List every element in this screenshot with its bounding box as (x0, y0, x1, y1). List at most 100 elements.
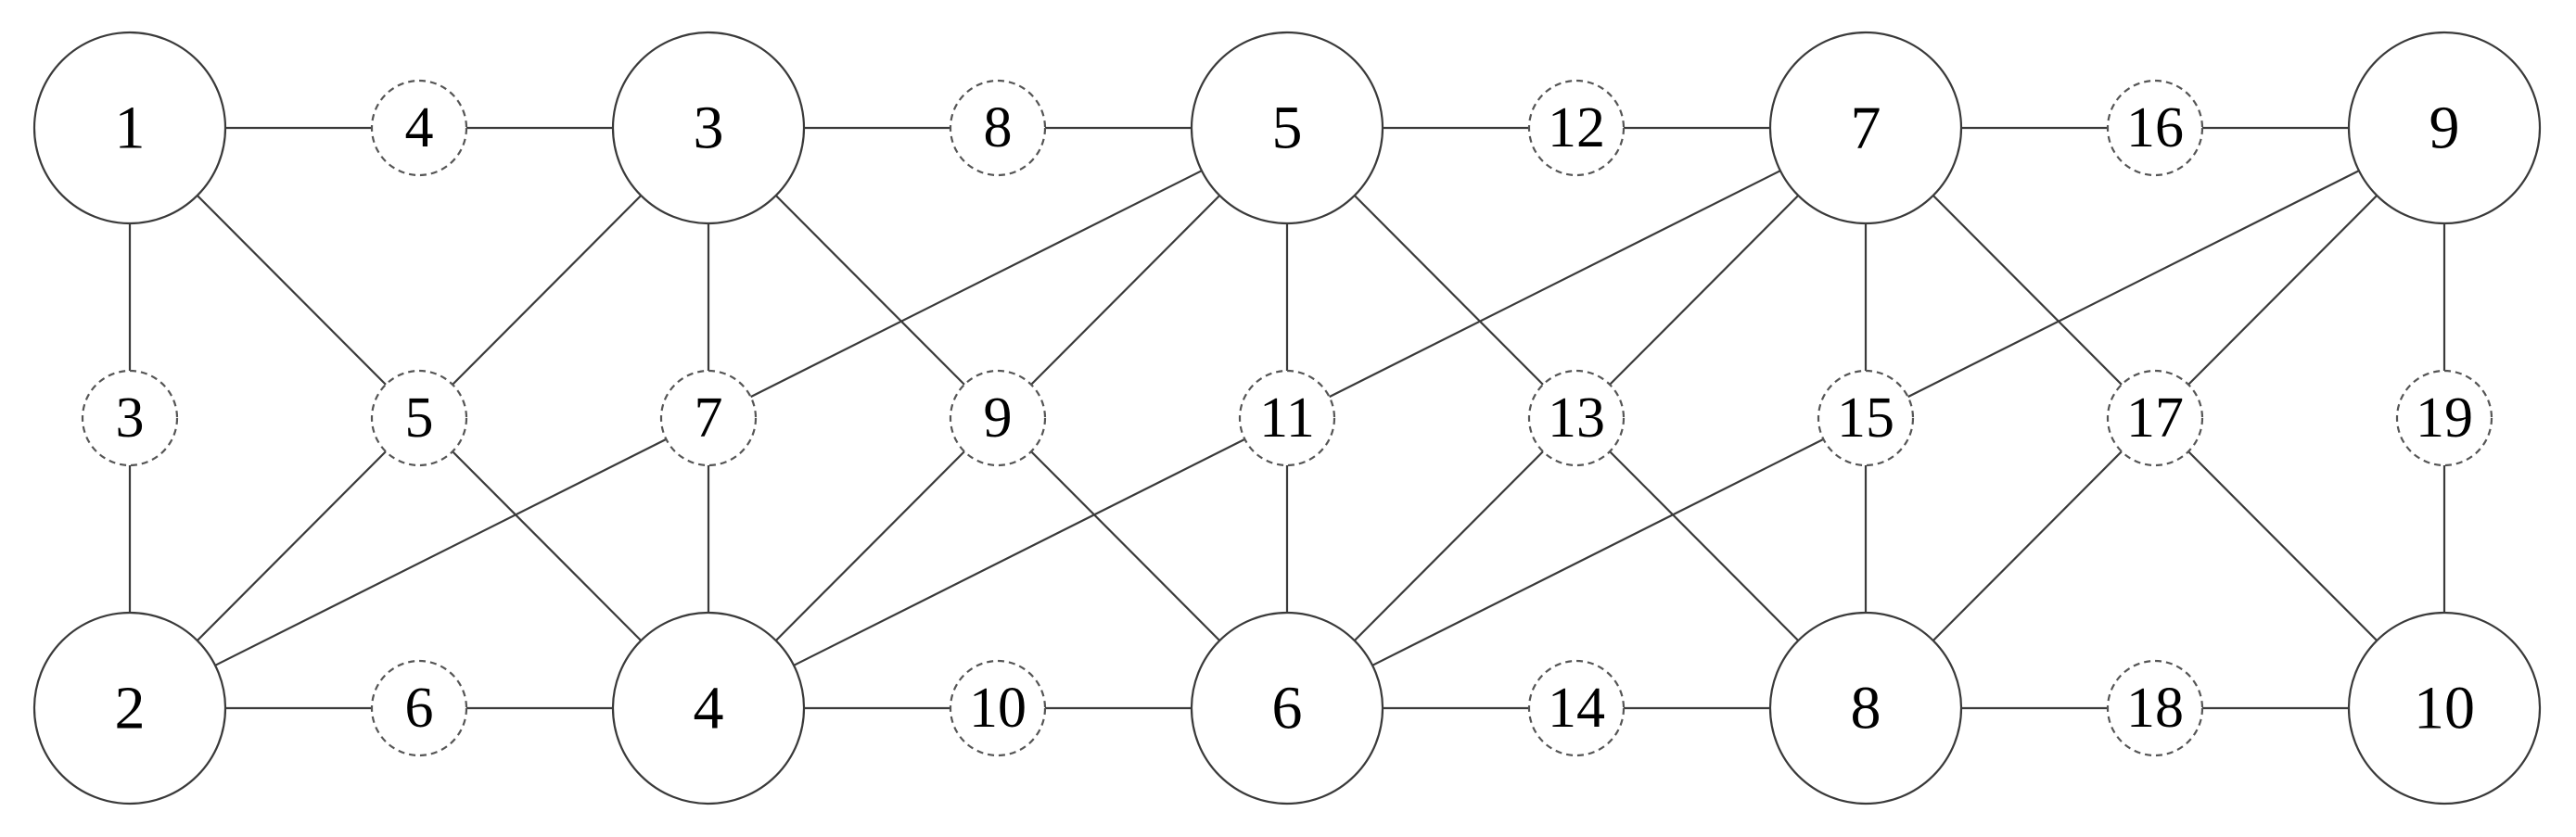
node-label: 8 (1851, 675, 1881, 742)
node-circle (1238, 369, 1336, 467)
node-label: 6 (405, 677, 434, 740)
node-label: 14 (1548, 677, 1605, 740)
node-label: 15 (1837, 387, 1894, 450)
edge-s9-p6 (1030, 450, 1221, 641)
node-circle (659, 369, 758, 467)
node-label: 4 (405, 96, 434, 159)
node-label: 9 (2429, 95, 2460, 162)
edge-s11-p4 (793, 438, 1245, 666)
node-circle (949, 79, 1047, 177)
node-label: 3 (116, 387, 145, 450)
node-label: 10 (969, 677, 1027, 740)
edges-layer (128, 126, 2446, 710)
node-circle (949, 369, 1047, 467)
node-circle (2106, 659, 2204, 757)
primary-node-7: 7 (1768, 31, 1963, 225)
secondary-node-3: 3 (81, 369, 179, 467)
node-circle (611, 31, 806, 225)
secondary-node-15: 15 (1817, 369, 1915, 467)
primary-node-10: 10 (2347, 611, 2542, 805)
node-circle (1527, 79, 1626, 177)
edge-s9-p4 (774, 450, 965, 641)
edge-s9-p3 (774, 195, 965, 386)
node-label: 12 (1548, 96, 1605, 159)
node-circle (32, 31, 227, 225)
secondary-node-17: 17 (2106, 369, 2204, 467)
node-label: 4 (694, 675, 724, 742)
node-label: 9 (984, 387, 1013, 450)
secondary-node-13: 13 (1527, 369, 1626, 467)
node-circle (2347, 31, 2542, 225)
secondary-node-4: 4 (370, 79, 468, 177)
edge-s17-p10 (2187, 450, 2378, 641)
node-circle (1190, 611, 1384, 805)
secondary-node-10: 10 (949, 659, 1047, 757)
edge-s13-p6 (1353, 450, 1544, 641)
node-circle (370, 659, 468, 757)
edge-s11-p7 (1329, 170, 1781, 399)
node-circle (370, 79, 468, 177)
node-label: 7 (1851, 95, 1881, 162)
edge-s5-p4 (452, 450, 643, 641)
edge-s5-p2 (196, 450, 387, 641)
node-circle (949, 659, 1047, 757)
node-label: 16 (2126, 96, 2184, 159)
secondary-node-8: 8 (949, 79, 1047, 177)
edge-s7-p5 (750, 170, 1203, 399)
secondary-node-6: 6 (370, 659, 468, 757)
node-circle (2395, 369, 2493, 467)
node-circle (32, 611, 227, 805)
node-label: 5 (1272, 95, 1303, 162)
primary-node-6: 6 (1190, 611, 1384, 805)
node-circle (370, 369, 468, 467)
node-circle (2106, 369, 2204, 467)
edge-s17-p7 (1932, 195, 2123, 386)
secondary-node-18: 18 (2106, 659, 2204, 757)
secondary-node-14: 14 (1527, 659, 1626, 757)
primary-node-4: 4 (611, 611, 806, 805)
node-label: 8 (984, 96, 1013, 159)
edge-s13-p7 (1609, 195, 1800, 386)
primary-node-5: 5 (1190, 31, 1384, 225)
edge-s9-p5 (1030, 195, 1221, 386)
secondary-node-5: 5 (370, 369, 468, 467)
node-label: 17 (2126, 387, 2184, 450)
edge-s15-p9 (1907, 170, 2360, 399)
node-label: 2 (115, 675, 146, 742)
node-label: 11 (1259, 387, 1315, 450)
secondary-node-16: 16 (2106, 79, 2204, 177)
node-circle (81, 369, 179, 467)
node-label: 19 (2416, 387, 2473, 450)
node-label: 18 (2126, 677, 2184, 740)
node-circle (1527, 369, 1626, 467)
edge-s13-p8 (1609, 450, 1800, 641)
primary-node-9: 9 (2347, 31, 2542, 225)
node-circle (1190, 31, 1384, 225)
node-label: 5 (405, 387, 434, 450)
edge-s15-p6 (1371, 438, 1824, 666)
node-circle (611, 611, 806, 805)
primary-node-8: 8 (1768, 611, 1963, 805)
node-label: 3 (694, 95, 724, 162)
node-circle (2106, 79, 2204, 177)
node-label: 10 (2414, 675, 2475, 742)
secondary-node-7: 7 (659, 369, 758, 467)
edge-s5-p1 (196, 195, 387, 386)
edge-s13-p5 (1353, 195, 1544, 386)
edge-s17-p8 (1932, 450, 2123, 641)
node-circle (1817, 369, 1915, 467)
secondary-node-9: 9 (949, 369, 1047, 467)
secondary-node-11: 11 (1238, 369, 1336, 467)
node-label: 6 (1272, 675, 1303, 742)
node-label: 1 (115, 95, 146, 162)
edge-s17-p9 (2187, 195, 2378, 386)
node-circle (1768, 31, 1963, 225)
primary-node-1: 1 (32, 31, 227, 225)
node-circle (1527, 659, 1626, 757)
secondary-node-19: 19 (2395, 369, 2493, 467)
secondary-node-12: 12 (1527, 79, 1626, 177)
primary-node-3: 3 (611, 31, 806, 225)
primary-node-2: 2 (32, 611, 227, 805)
